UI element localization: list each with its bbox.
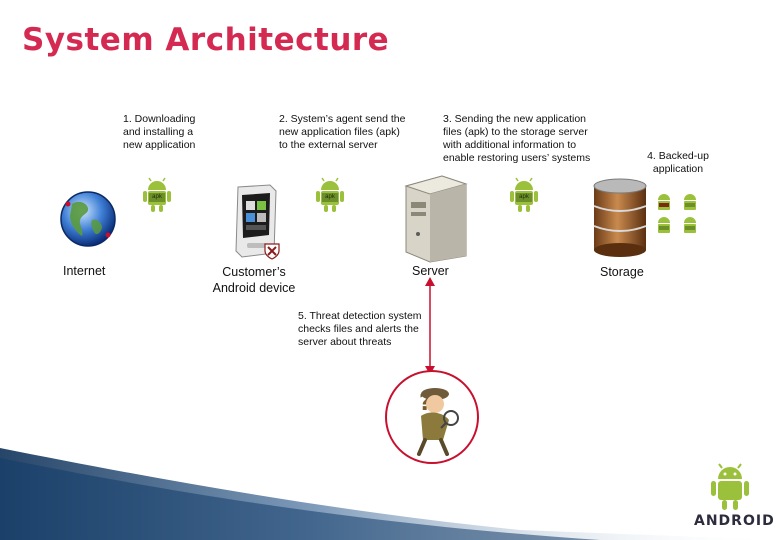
android-phone-icon (235, 184, 277, 258)
android-logo-icon (711, 463, 749, 510)
step-2-line: to the external server (279, 139, 378, 151)
step-1-caption: 1. Downloading and installing a new appl… (123, 113, 195, 152)
android-wordmark: ANDROID (694, 513, 775, 529)
storage-label: Storage (600, 265, 644, 279)
android-apk-icon-2: apk (314, 177, 346, 213)
step-5-caption: 5. Threat detection system checks files … (298, 310, 422, 349)
device-label-line: Customer’s (222, 265, 286, 279)
database-icon (593, 178, 647, 257)
page-title: System Architecture (22, 22, 390, 58)
apk-tag: apk (322, 193, 338, 202)
step-4-caption: 4. Backed-up application (638, 150, 718, 176)
step-1-line: and installing a (123, 126, 194, 138)
internet-label: Internet (63, 264, 106, 278)
step-3-line: with additional information to (443, 139, 577, 151)
step-1-line: 1. Downloading (123, 113, 196, 125)
step-5-line: 5. Threat detection system (298, 310, 422, 322)
step-5-line: server about threats (298, 336, 392, 348)
threat-detector-icon: ? (385, 370, 479, 464)
step-1-line: new application (123, 139, 196, 151)
device-label-line: Android device (212, 281, 296, 295)
step-5-line: checks files and alerts the (298, 323, 419, 335)
step-3-caption: 3. Sending the new application files (ap… (443, 113, 590, 165)
step-2-line: new application files (apk) (279, 126, 400, 138)
step-4-line: application (652, 163, 704, 175)
android-apk-icon-3: apk (508, 177, 540, 213)
bottom-band (0, 448, 780, 540)
step-2-line: 2. System’s agent send the (279, 113, 406, 125)
step-4-line: 4. Backed-up (647, 150, 709, 162)
step-3-line: files (apk) to the storage server (443, 126, 588, 138)
backed-up-apps-icon (658, 194, 696, 233)
step-2-caption: 2. System’s agent send the new applicati… (279, 113, 405, 152)
server-label: Server (412, 264, 449, 278)
globe-icon (60, 191, 116, 247)
step-3-line: 3. Sending the new application (443, 113, 587, 125)
step-3-line: enable restoring users’ systems (443, 152, 591, 164)
apk-tag: apk (516, 193, 532, 202)
device-label: Customer’s Android device (209, 264, 299, 296)
apk-tag: apk (149, 193, 165, 202)
android-apk-icon-1: apk (141, 177, 173, 213)
server-icon (404, 175, 468, 263)
double-arrow-icon (425, 277, 435, 375)
shield-icon (264, 243, 280, 260)
